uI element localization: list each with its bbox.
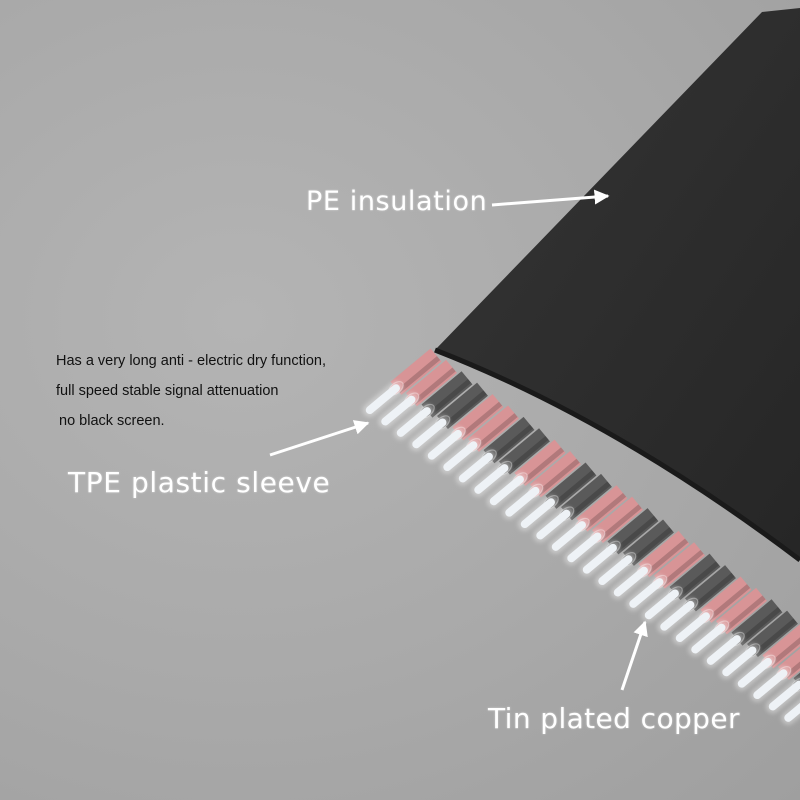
tin-plated-conductor [520, 498, 555, 529]
tin-plated-conductor [737, 657, 772, 688]
wire-sleeve-shade [675, 561, 720, 599]
wire-sleeve-shade [536, 458, 580, 496]
wire-sleeve [545, 462, 597, 509]
tin-plated-conductor [691, 623, 726, 654]
wire-sleeve-shade [691, 572, 735, 610]
tin-copper-label: Tin plated copper [488, 702, 740, 735]
wire-sleeve-shade [505, 435, 549, 474]
tin-plated-conductor [381, 395, 416, 426]
tin-plated-conductor [365, 384, 400, 415]
tin-plated-conductor [784, 702, 800, 722]
wire-sleeve [421, 371, 473, 418]
wire-sleeve [483, 416, 535, 464]
tin-copper-arrow [620, 620, 648, 691]
wire-sleeve [607, 508, 659, 555]
description-line-3: no black screen. [59, 413, 165, 429]
wire-sleeve-shade [567, 481, 611, 519]
pe-insulation-label: PE insulation [306, 186, 488, 217]
wire-sleeve-shade [784, 661, 800, 679]
description-text: Has a very long anti - electric dry func… [56, 346, 326, 436]
wire-sleeve-shade [598, 504, 642, 542]
wire-sleeve [499, 428, 550, 475]
tin-plated-conductor [551, 521, 586, 551]
tin-plated-conductor [412, 418, 447, 449]
wire-sleeve-shade [722, 595, 766, 633]
pe-insulation-jacket [435, 8, 800, 560]
tin-plated-conductor [427, 429, 462, 460]
tin-plated-conductor [675, 612, 710, 643]
wire-sleeve [390, 348, 442, 395]
wire-sleeve [623, 519, 674, 566]
tin-plated-conductor [443, 441, 478, 472]
jacket-edge [434, 347, 800, 562]
wire-sleeve [778, 648, 800, 680]
wire-sleeve-shade [582, 492, 627, 531]
wire-sleeve-shade [489, 424, 534, 462]
description-line-2: full speed stable signal attenuation [56, 383, 279, 399]
tpe-sleeve-label: TPE plastic sleeve [68, 466, 331, 499]
wire-sleeve [576, 485, 628, 532]
wire-sleeve [468, 405, 519, 452]
description-line-1: Has a very long anti - electric dry func… [56, 353, 326, 369]
wire-sleeve [514, 439, 566, 487]
tin-plated-conductor [489, 475, 524, 506]
tin-plated-conductor [505, 486, 540, 517]
wire-sleeve [669, 553, 721, 601]
tin-plated-conductor [660, 600, 695, 631]
wire-sleeve-shade [427, 378, 472, 417]
tpe-sleeve-arrow [269, 420, 370, 457]
wire-sleeve [762, 624, 800, 669]
wire-sleeve [654, 542, 705, 589]
wire-sleeve-shade [613, 515, 658, 553]
wire-sleeve [592, 496, 643, 544]
wire-sleeve-shade [520, 447, 565, 485]
wire-sleeve [685, 565, 736, 612]
pe-insulation-arrow [491, 189, 610, 207]
tin-plated-conductor [629, 578, 664, 608]
tin-plated-conductor [706, 635, 741, 665]
wire-sleeve-shade [412, 367, 456, 405]
wire-sleeve [747, 610, 798, 658]
tin-plated-conductor [644, 589, 679, 620]
tin-plated-conductor [567, 532, 602, 563]
wire-sleeve [530, 451, 581, 498]
tin-plated-conductor [458, 452, 493, 483]
tin-plated-conductor [598, 555, 633, 586]
wire-sleeve-shade [660, 549, 704, 588]
wire-sleeve [716, 587, 767, 635]
wire-sleeve-shade [753, 618, 797, 656]
wire-sleeve-shade [551, 470, 596, 508]
wire-sleeve [638, 530, 690, 578]
tin-plated-conductor [613, 566, 648, 597]
wire-sleeve-shade [396, 356, 441, 394]
tin-plated-conductor [768, 680, 800, 711]
wire-sleeve-shade [629, 527, 673, 565]
wire-sleeve [561, 473, 612, 521]
wire-sleeve [452, 394, 504, 441]
wire-sleeve-shade [768, 637, 800, 667]
wire-sleeve-shade [644, 538, 689, 576]
wire-sleeve [437, 382, 488, 430]
wire-sleeve-shade [458, 401, 503, 439]
tin-plated-conductor [582, 543, 617, 574]
wire-array [362, 348, 800, 725]
tin-plated-conductor [722, 646, 757, 677]
wire-sleeve-shade [474, 413, 518, 451]
wire-sleeve-shade [706, 584, 751, 622]
wire-sleeve [700, 576, 752, 623]
wire-sleeve [731, 599, 783, 646]
tin-plated-conductor [753, 669, 788, 700]
wire-sleeve-shade [443, 390, 487, 428]
tin-plated-conductor [474, 464, 509, 494]
wire-sleeve [406, 359, 457, 407]
wire-sleeve-shade [737, 606, 782, 645]
tin-plated-conductor [536, 509, 571, 540]
tin-plated-conductor [396, 407, 431, 437]
